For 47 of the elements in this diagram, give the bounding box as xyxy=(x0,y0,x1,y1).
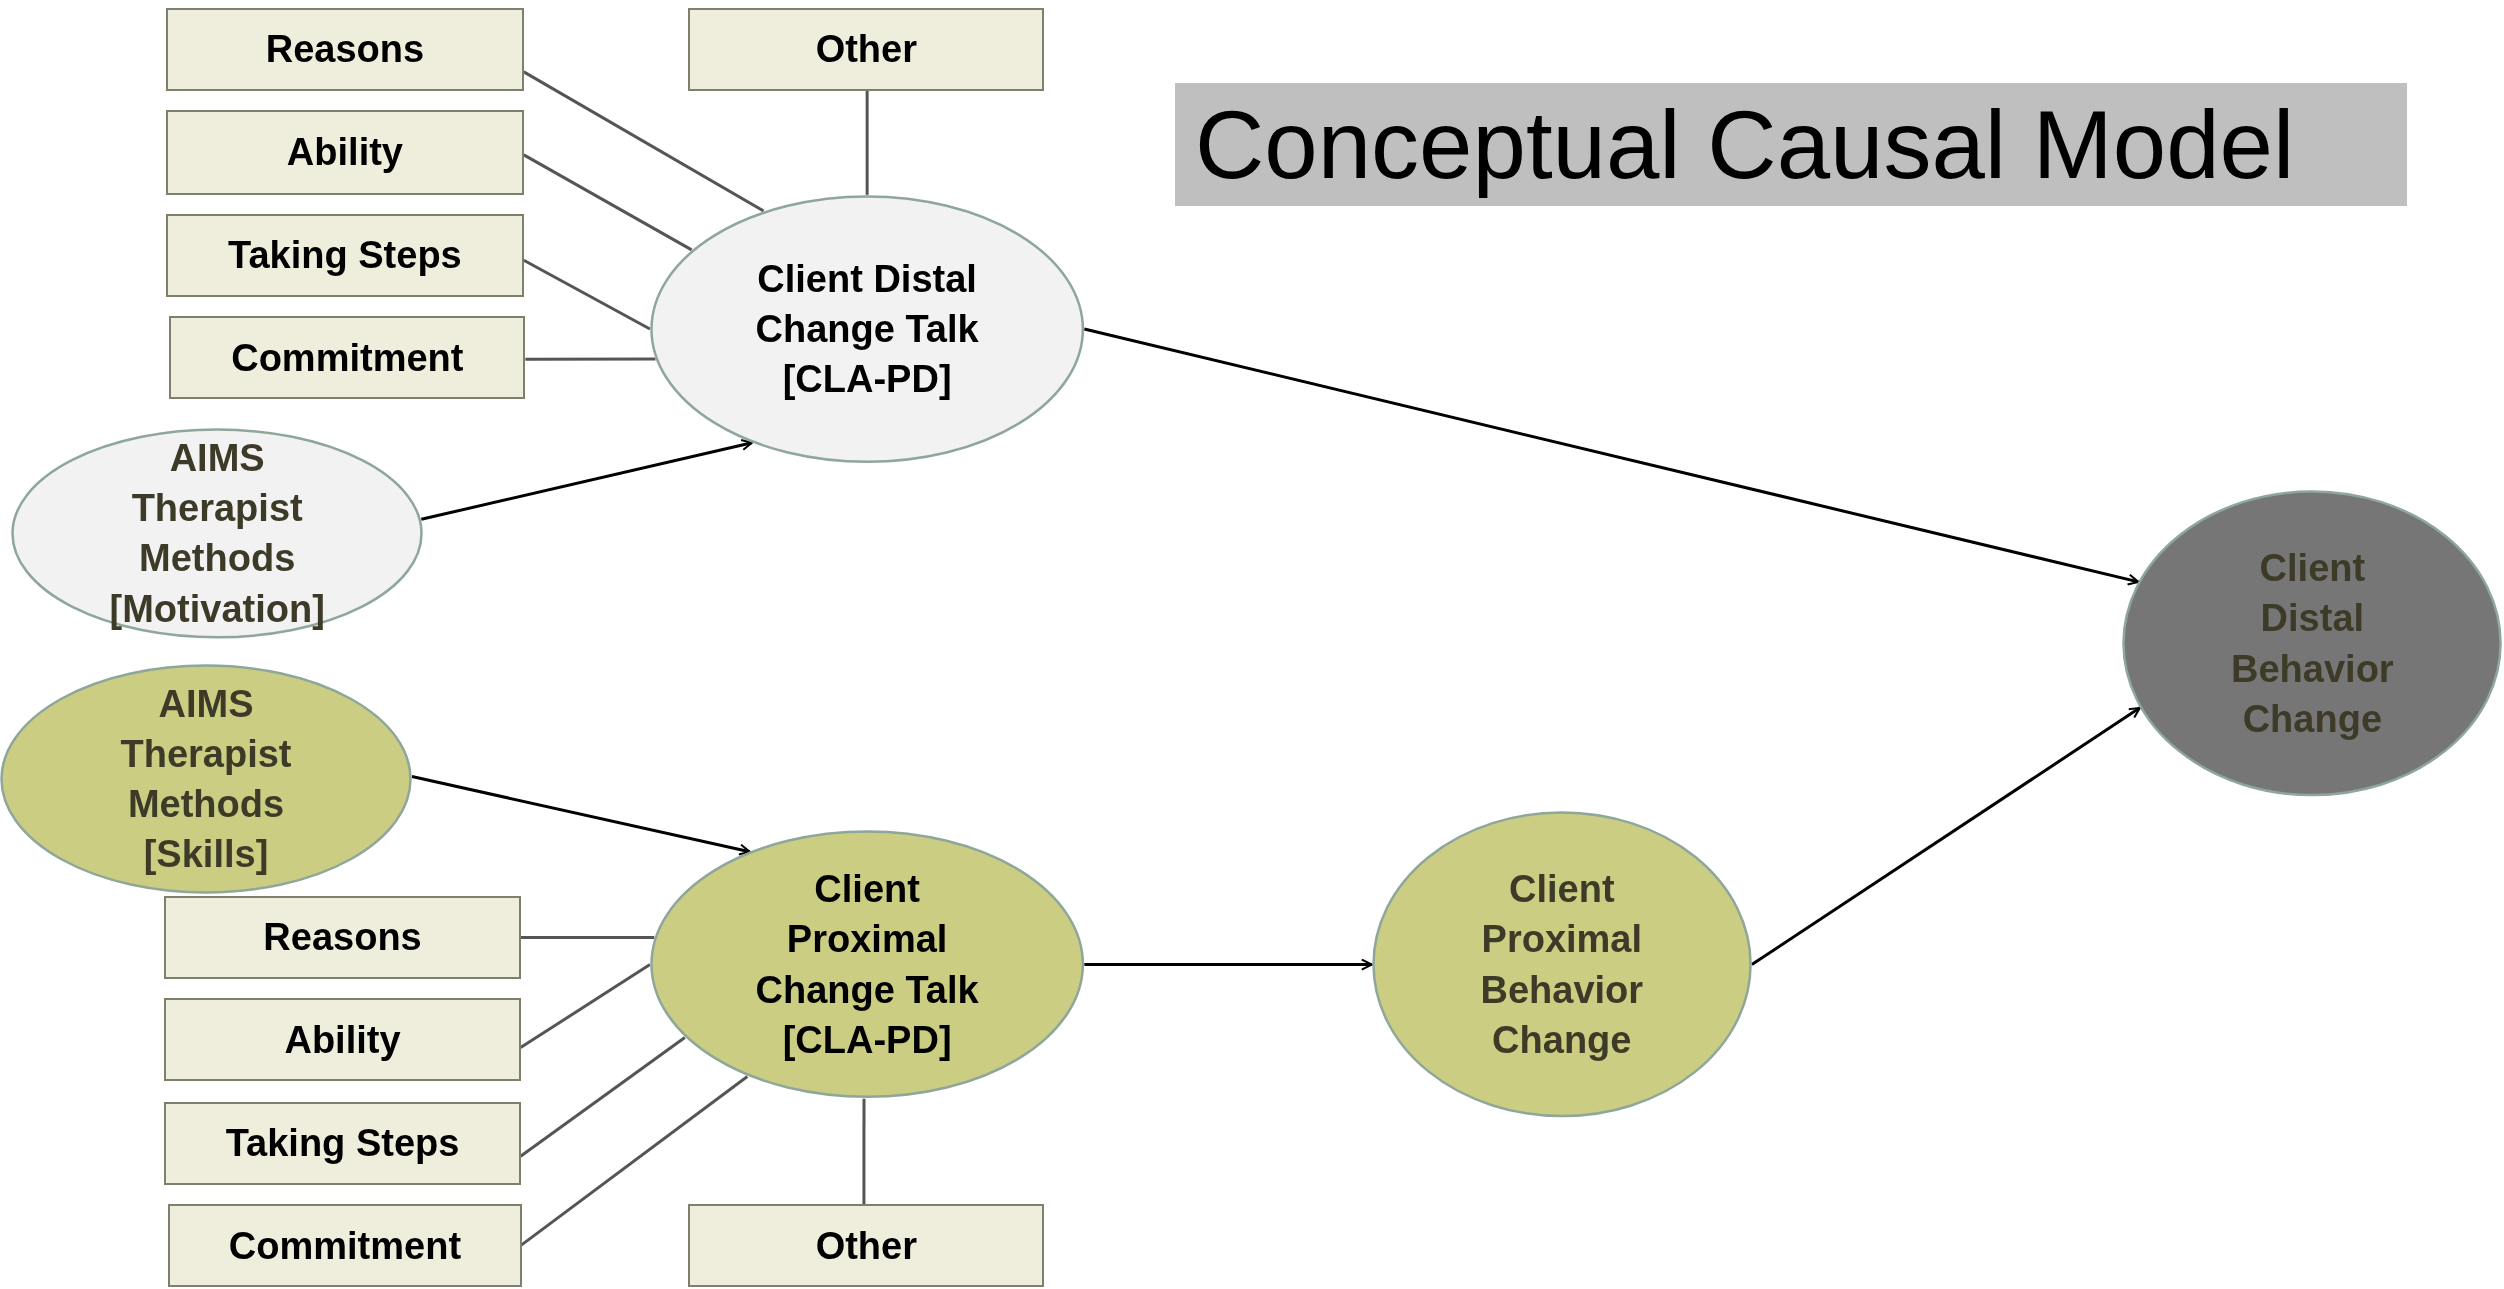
node-label: Reasons xyxy=(263,915,422,961)
connector-line xyxy=(519,963,651,1049)
title: Conceptual Causal Model xyxy=(1175,83,2407,206)
connector-line xyxy=(525,357,656,361)
connector-line xyxy=(520,935,655,940)
ellipse-node xyxy=(11,427,424,639)
ellipse-node xyxy=(649,194,1085,464)
arrow xyxy=(1751,706,2141,966)
node-label: Taking Steps xyxy=(225,1121,460,1167)
node-label: Client Distal Behavior Change xyxy=(2230,546,2395,742)
node-label: Ability xyxy=(284,1017,401,1063)
arrow xyxy=(421,439,753,521)
connector-line xyxy=(862,1098,866,1205)
arrow xyxy=(411,775,751,856)
node-label: Client Distal Change Talk [CLA-PD] xyxy=(754,256,980,403)
text-box xyxy=(164,895,521,979)
node-label: Ability xyxy=(286,130,403,176)
node-label: Commitment xyxy=(228,1223,462,1269)
arrow xyxy=(1083,327,2140,586)
node-label: Commitment xyxy=(231,335,464,381)
connector-line xyxy=(523,70,765,213)
text-box xyxy=(164,998,521,1082)
text-box xyxy=(166,110,524,195)
text-box xyxy=(688,8,1045,91)
ellipse-node xyxy=(1371,811,1752,1118)
connector-line xyxy=(865,91,869,195)
text-box xyxy=(166,214,524,297)
connector-line xyxy=(519,1036,686,1158)
node-label: Taking Steps xyxy=(228,233,462,279)
ellipse-node xyxy=(0,664,412,895)
arrow xyxy=(1084,958,1373,971)
node-label: Other xyxy=(815,27,917,73)
ellipse-node xyxy=(649,830,1085,1099)
connector-line xyxy=(523,153,693,252)
node-label: Client Proximal Behavior Change xyxy=(1479,867,1645,1063)
text-box xyxy=(688,1204,1045,1288)
connector-line xyxy=(523,259,651,331)
text-box xyxy=(169,316,526,400)
text-box xyxy=(166,8,524,91)
text-box xyxy=(164,1101,521,1185)
node-label: Client Proximal Change Talk [CLA-PD] xyxy=(754,867,980,1063)
node-label: AIMS Therapist Methods [Motivation] xyxy=(108,436,326,632)
text-box xyxy=(167,1204,523,1288)
node-label: Other xyxy=(815,1223,917,1269)
node-label: Reasons xyxy=(265,27,425,73)
node-label: AIMS Therapist Methods [Skills] xyxy=(119,681,293,878)
ellipse-node xyxy=(2122,490,2503,797)
